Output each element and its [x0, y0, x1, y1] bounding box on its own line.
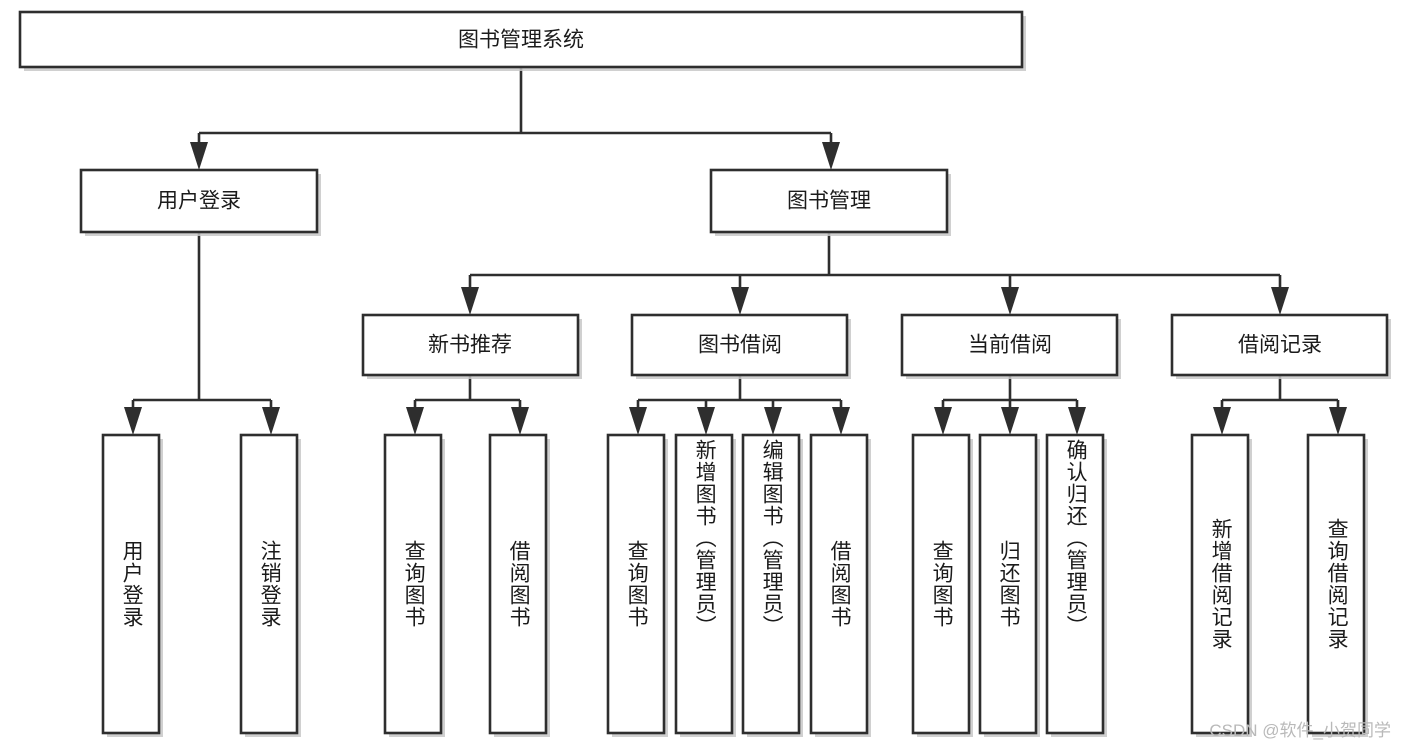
- arrow-to-leaf-record-add: [1213, 407, 1231, 435]
- node-book-manage[interactable]: 图书管理: [709, 168, 951, 236]
- node-leaf-borrow-borrow-book-box: [809, 433, 869, 735]
- node-leaf-current-confirm-return[interactable]: [1045, 433, 1107, 737]
- node-user-login-box: [79, 168, 319, 234]
- node-leaf-rec-query-book[interactable]: [383, 433, 445, 737]
- arrow-to-leaf-current-return-book: [1001, 407, 1019, 435]
- arrow-to-leaf-user-logout: [262, 407, 280, 435]
- connector-root-to-level2: [197, 67, 833, 158]
- node-leaf-borrow-edit-book-box: [741, 433, 801, 735]
- node-user-login-label: 用户登录: [157, 190, 241, 213]
- node-leaf-borrow-query-book[interactable]: [606, 433, 668, 737]
- node-leaf-user-logout-box: [239, 433, 299, 735]
- arrow-to-leaf-borrow-edit-book: [764, 407, 782, 435]
- node-leaf-current-return-book[interactable]: [978, 433, 1040, 737]
- arrow-to-current-borrow: [1001, 287, 1019, 315]
- node-leaf-borrow-edit-book[interactable]: [741, 433, 803, 737]
- node-leaf-current-query-book-box: [911, 433, 971, 735]
- node-leaf-borrow-add-book-box: [674, 433, 734, 735]
- connector-userlogin-to-leaves: [131, 232, 273, 423]
- node-root[interactable]: 图书管理系统: [18, 10, 1026, 71]
- node-leaf-current-confirm-return-box: [1045, 433, 1105, 735]
- arrow-to-leaf-borrow-query-book: [629, 407, 647, 435]
- arrow-to-leaf-current-query-book: [934, 407, 952, 435]
- arrow-to-leaf-user-login: [124, 407, 142, 435]
- node-leaf-rec-query-book-box: [383, 433, 443, 735]
- node-leaf-user-login-box: [101, 433, 161, 735]
- node-book-borrow-box: [630, 313, 849, 377]
- arrow-to-leaf-borrow-borrow-book: [832, 407, 850, 435]
- nodes-layer: 图书管理系统 用户登录 图书管理 新书推荐: [18, 10, 1391, 737]
- node-leaf-rec-borrow-book[interactable]: [488, 433, 550, 737]
- node-leaf-current-return-book-box: [978, 433, 1038, 735]
- node-leaf-user-login[interactable]: [101, 433, 163, 737]
- node-root-label: 图书管理系统: [458, 29, 584, 52]
- node-leaf-record-query-box: [1306, 433, 1366, 735]
- node-book-manage-box: [709, 168, 949, 234]
- arrowheads-layer: [124, 142, 1347, 435]
- arrow-to-new-book-recommend: [461, 287, 479, 315]
- arrow-to-book-manage: [822, 142, 840, 170]
- node-book-borrow[interactable]: 图书借阅: [630, 313, 851, 379]
- node-user-login[interactable]: 用户登录: [79, 168, 321, 236]
- arrow-to-leaf-rec-borrow-book: [511, 407, 529, 435]
- arrow-to-borrow-record: [1271, 287, 1289, 315]
- connector-bookborrow-to-leaves: [636, 375, 843, 423]
- node-borrow-record-label: 借阅记录: [1238, 334, 1322, 357]
- node-leaf-record-add-box: [1190, 433, 1250, 735]
- node-leaf-borrow-borrow-book[interactable]: [809, 433, 871, 737]
- connector-bookmanage-to-level3: [468, 232, 1282, 303]
- node-leaf-record-query[interactable]: [1306, 433, 1368, 737]
- node-borrow-record-box: [1170, 313, 1389, 377]
- node-new-book-recommend-box: [361, 313, 580, 377]
- arrow-to-leaf-current-confirm-return: [1068, 407, 1086, 435]
- node-leaf-record-add[interactable]: [1190, 433, 1252, 737]
- node-borrow-record[interactable]: 借阅记录: [1170, 313, 1391, 379]
- node-root-box: [18, 10, 1024, 69]
- node-new-book-recommend[interactable]: 新书推荐: [361, 313, 582, 379]
- arrow-to-leaf-record-query: [1329, 407, 1347, 435]
- node-leaf-user-logout[interactable]: [239, 433, 301, 737]
- connector-borrowrecord-to-leaves: [1220, 375, 1340, 423]
- node-leaf-rec-borrow-book-box: [488, 433, 548, 735]
- node-book-borrow-label: 图书借阅: [698, 334, 782, 357]
- connector-recommend-to-leaves: [413, 375, 522, 423]
- node-current-borrow[interactable]: 当前借阅: [900, 313, 1121, 379]
- node-book-manage-label: 图书管理: [787, 190, 871, 213]
- arrow-to-user-login: [190, 142, 208, 170]
- node-leaf-current-query-book[interactable]: [911, 433, 973, 737]
- node-current-borrow-label: 当前借阅: [968, 334, 1052, 357]
- node-leaf-borrow-query-book-box: [606, 433, 666, 735]
- arrow-to-leaf-borrow-add-book: [697, 407, 715, 435]
- node-leaf-borrow-add-book[interactable]: [674, 433, 736, 737]
- arrow-to-leaf-rec-query-book: [406, 407, 424, 435]
- arrow-to-book-borrow: [731, 287, 749, 315]
- node-new-book-recommend-label: 新书推荐: [428, 334, 512, 357]
- node-current-borrow-box: [900, 313, 1119, 377]
